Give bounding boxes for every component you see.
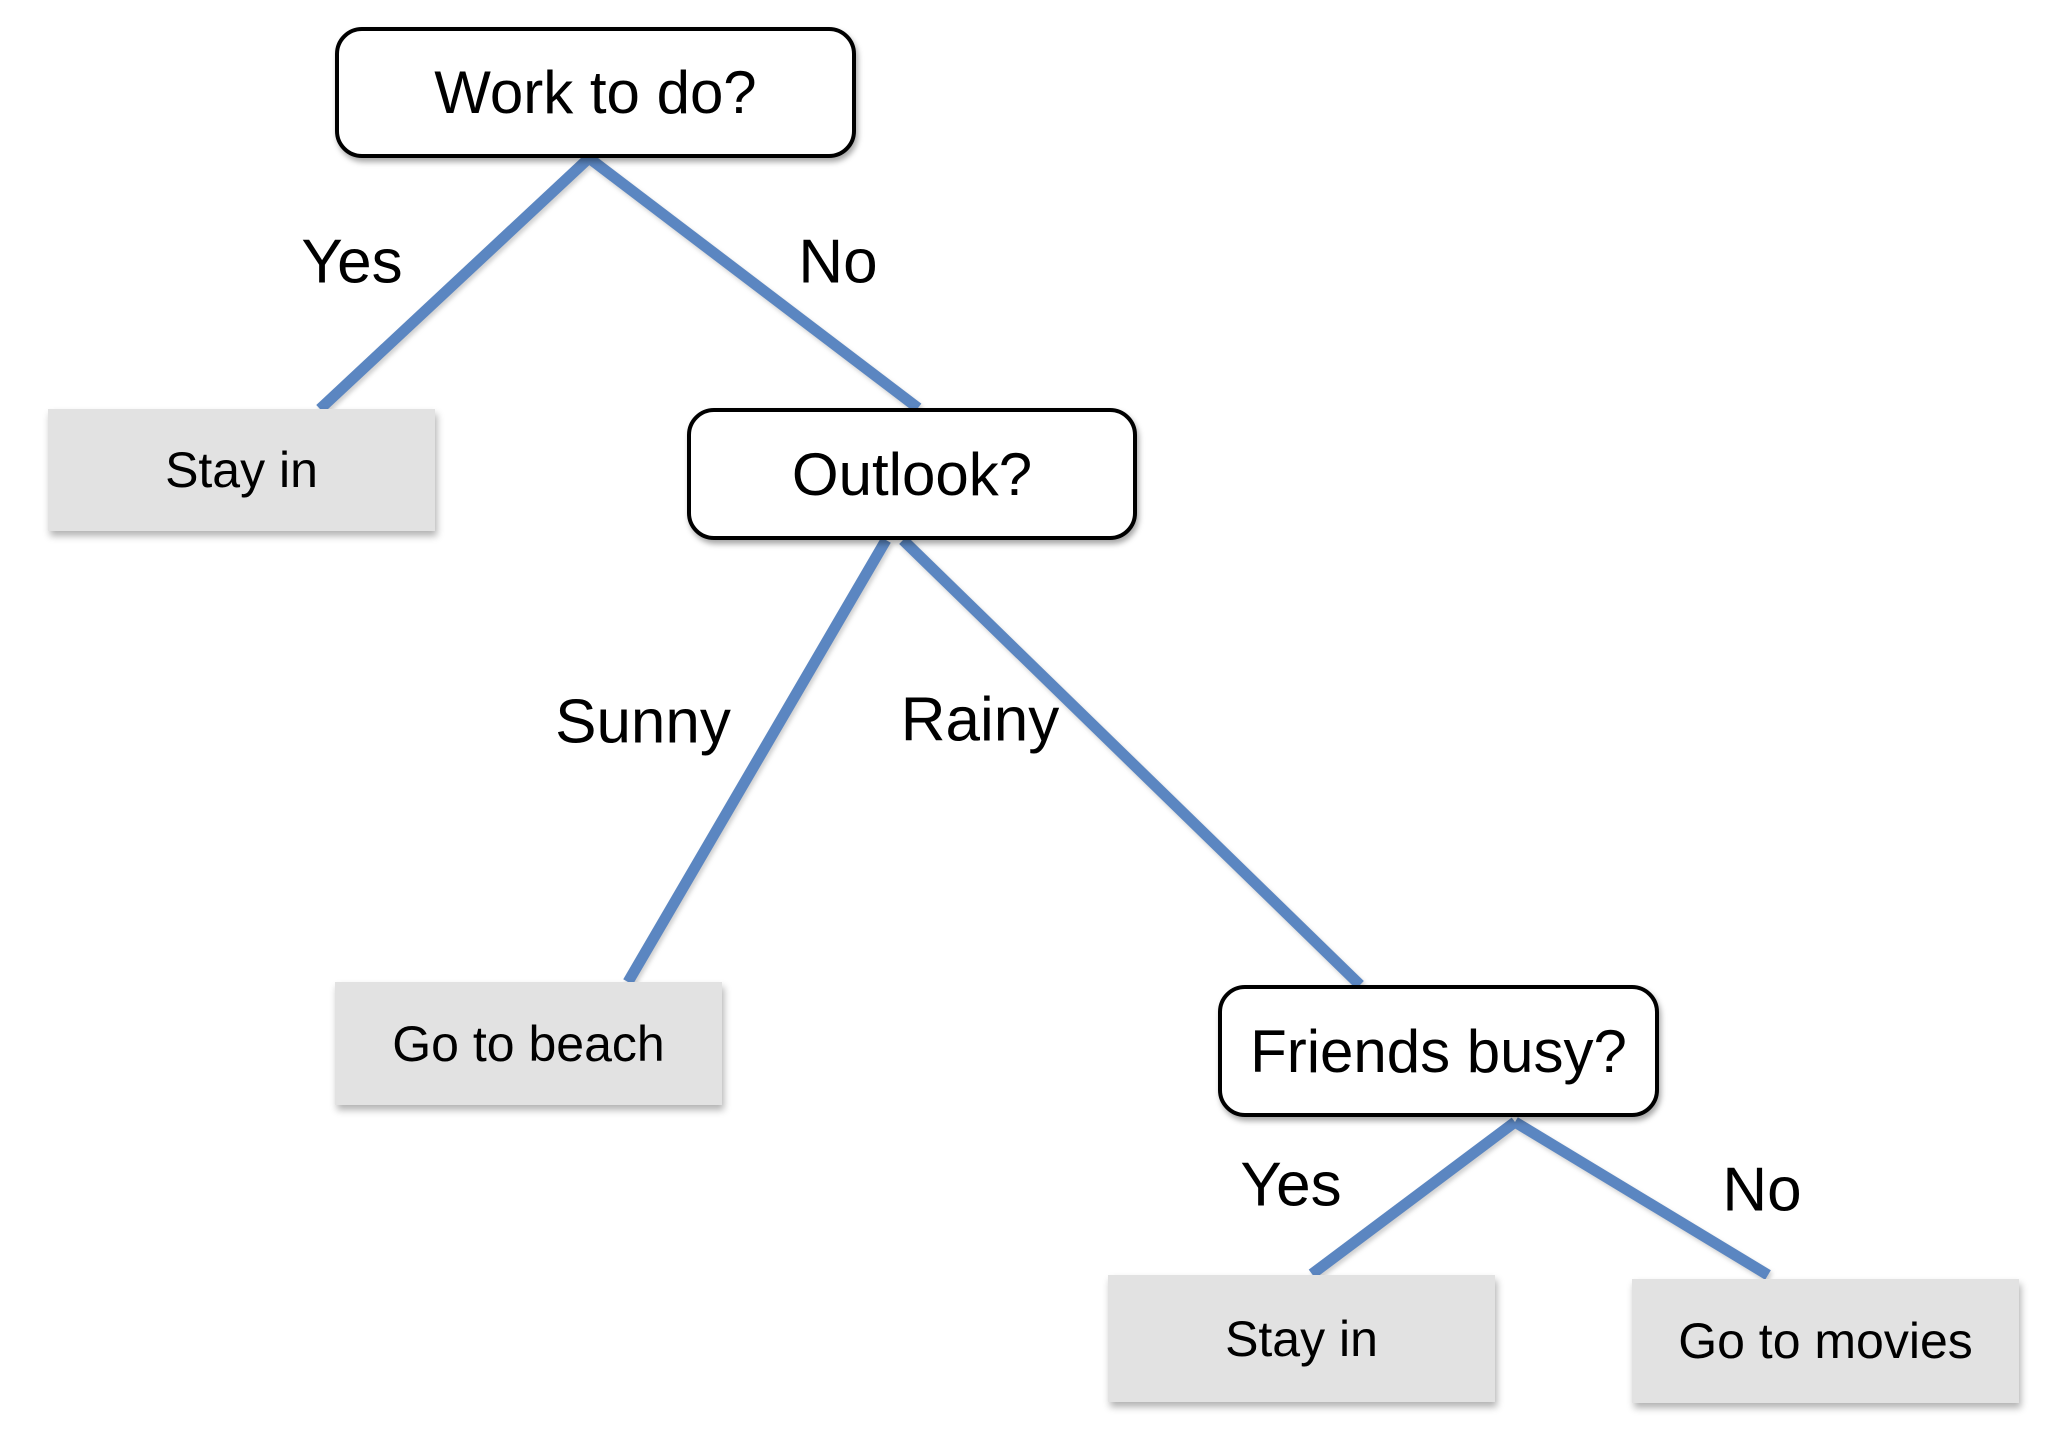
- leaf-label-stay-in-1: Stay in: [165, 442, 318, 498]
- leaf-node-go-to-movies: Go to movies: [1632, 1279, 2019, 1403]
- edge-line-outlook-sunny: [623, 537, 891, 985]
- node-label-work-to-do: Work to do?: [434, 59, 757, 126]
- decision-node-friends-busy: Friends busy?: [1218, 985, 1659, 1117]
- edge-label-friends-no: No: [1722, 1155, 1802, 1225]
- edge-line-work-no: [585, 153, 922, 413]
- edge-label-work-no: No: [798, 227, 878, 297]
- decision-node-outlook: Outlook?: [687, 408, 1137, 540]
- leaf-node-stay-in-2: Stay in: [1108, 1275, 1495, 1402]
- edge-line-friends-yes: [1308, 1117, 1519, 1279]
- leaf-label-stay-in-2: Stay in: [1225, 1310, 1378, 1367]
- edge-label-friends-yes: Yes: [1240, 1150, 1342, 1220]
- edge-label-work-yes: Yes: [301, 227, 403, 297]
- edge-line-friends-no: [1512, 1117, 1771, 1280]
- edge-label-outlook-sunny: Sunny: [555, 687, 731, 757]
- leaf-label-go-to-movies: Go to movies: [1678, 1313, 1973, 1369]
- leaf-node-go-to-beach: Go to beach: [335, 982, 722, 1105]
- leaf-label-go-to-beach: Go to beach: [392, 1015, 665, 1072]
- node-label-outlook: Outlook?: [791, 440, 1033, 508]
- edge-line-outlook-rainy: [899, 536, 1364, 989]
- edge-line-work-yes: [316, 153, 593, 414]
- edge-label-outlook-rainy: Rainy: [900, 685, 1060, 755]
- node-label-friends-busy: Friends busy?: [1250, 1017, 1627, 1085]
- leaf-node-stay-in-1: Stay in: [48, 409, 435, 531]
- decision-node-work-to-do: Work to do?: [335, 27, 856, 158]
